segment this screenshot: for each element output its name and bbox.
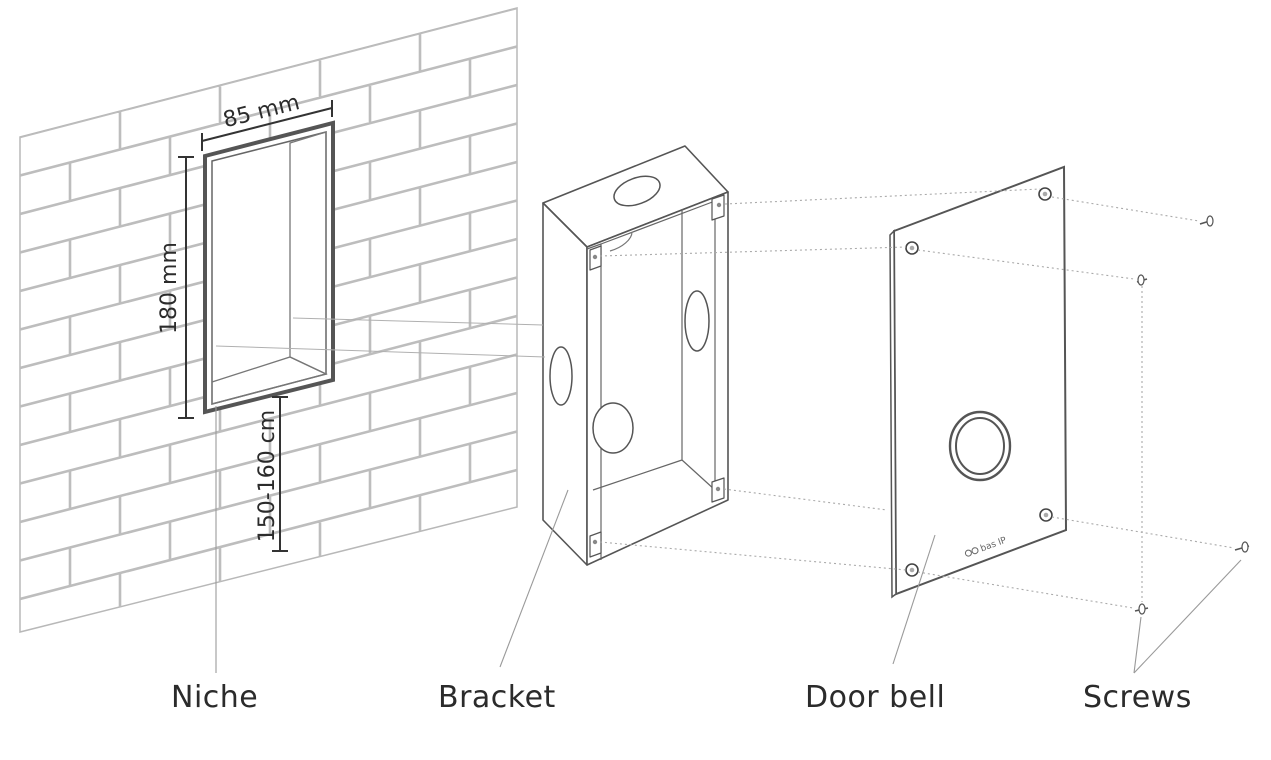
screw-top-right <box>1199 215 1214 227</box>
bracket-box <box>542 145 729 566</box>
screws-label: Screws <box>1083 680 1192 715</box>
screws <box>1134 215 1250 615</box>
door-bell-panel: bas IP <box>889 165 1068 599</box>
bracket-label: Bracket <box>438 680 556 715</box>
leader-lines <box>215 406 1242 674</box>
niche-opening <box>203 120 335 415</box>
height-dimension-label: 180 mm <box>157 242 182 334</box>
screw-bottom-right <box>1234 541 1250 553</box>
niche-label: Niche <box>171 680 259 715</box>
screw-bottom-left <box>1134 603 1149 615</box>
niche-guide-lines <box>215 317 546 358</box>
brick-mortar-lines <box>20 8 517 632</box>
alignment-lines <box>599 188 1235 609</box>
height-dimension: 180 mm <box>157 156 194 419</box>
call-button <box>948 410 1012 482</box>
mount-height-dimension-label: 150-160 cm <box>255 410 280 542</box>
panel-screw-holes <box>905 187 1053 577</box>
screw-top-left <box>1136 274 1148 286</box>
door-bell-label: Door bell <box>805 680 946 715</box>
mount-height-dimension: 150-160 cm <box>255 396 288 552</box>
